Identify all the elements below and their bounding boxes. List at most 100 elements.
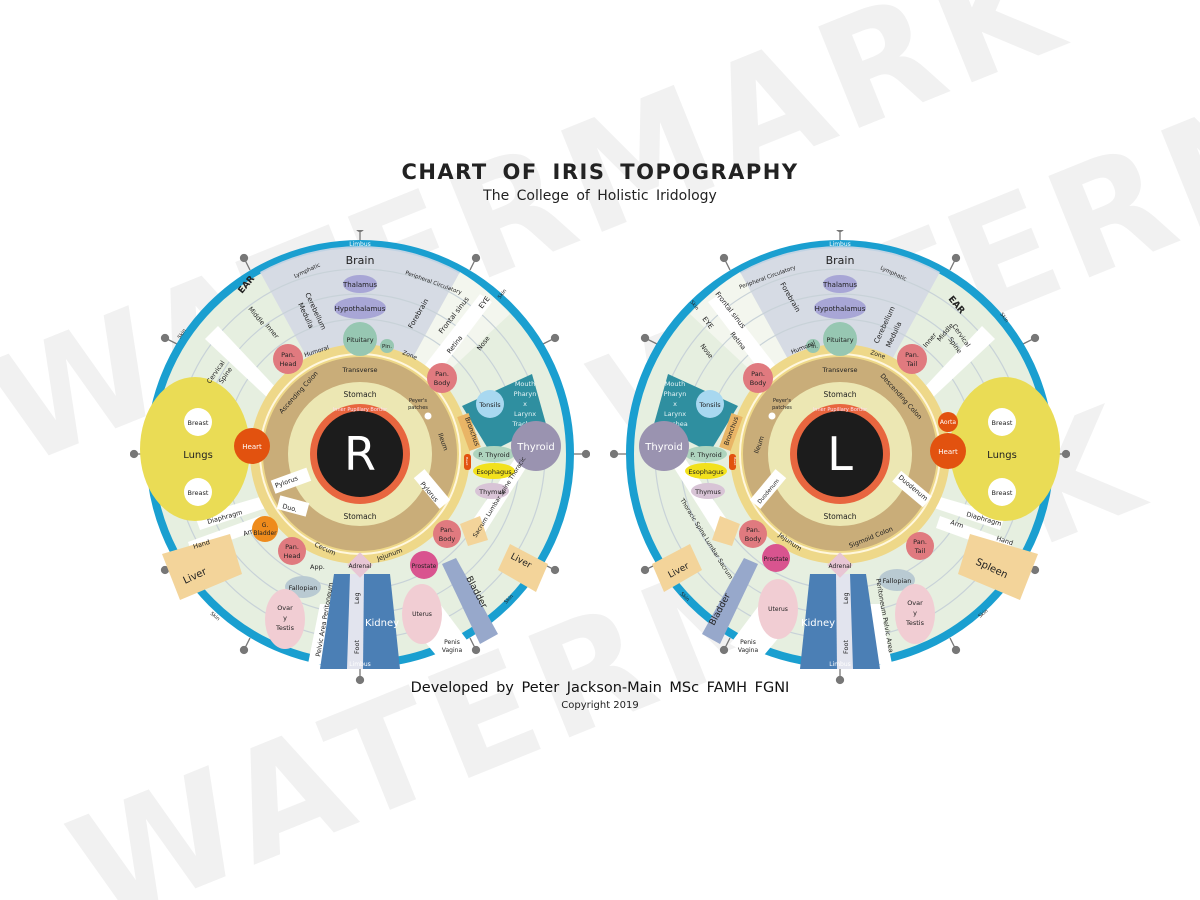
pan-tail-label: Tail: [914, 547, 926, 555]
larynx-label: Larynx: [514, 410, 536, 418]
zone-label: Zone: [869, 349, 886, 360]
pan-tail-label: Pan.: [913, 538, 927, 546]
appendix-label: App.: [310, 563, 325, 571]
breast-label: Breast: [188, 489, 209, 497]
liver-region: [652, 544, 702, 592]
pupil: [317, 411, 403, 497]
pupil: [797, 411, 883, 497]
aorta-label: Aorta: [940, 419, 956, 426]
skin-label: Skin: [977, 608, 989, 619]
pan-head-circle: [273, 344, 303, 374]
stomach-label: Stomach: [343, 390, 376, 399]
peyers-patches-label: Peyer's: [773, 398, 791, 404]
pituitary-circle: [343, 322, 377, 356]
p-thyroid-label: P. Thyroid: [478, 451, 509, 459]
limbus-label: Limbus: [349, 661, 371, 668]
liver-marker: [712, 516, 740, 546]
prostate-label: Prostate: [412, 563, 437, 570]
left-iris-chart: L Inner Pupillary Border Limbus Limbus B…: [610, 230, 1070, 685]
skin-label: Skin: [998, 312, 1009, 324]
gall-bladder-label: Bladder: [253, 530, 277, 537]
peyers-dot: [768, 412, 776, 420]
pan-body-label: Pan.: [751, 370, 765, 378]
larynx-label: Larynx: [664, 410, 686, 418]
uterus-oval: [402, 584, 442, 644]
pituitary-circle: [823, 322, 857, 356]
adrenal-label: Adrenal: [829, 563, 852, 570]
adrenal-diamond: [827, 552, 853, 578]
esophagus-oval: [473, 463, 515, 479]
thalamus-oval: [823, 275, 857, 293]
stomach-label: Stomach: [823, 390, 856, 399]
pan-body-label: Pan.: [435, 370, 449, 378]
kidney-label: Kidney: [365, 618, 399, 629]
spleen-region: [958, 534, 1038, 600]
duo-tab: [276, 495, 310, 517]
fallopian-label: Fallopian: [883, 577, 912, 585]
uterus-label: Uterus: [768, 606, 788, 613]
tonsils-circle: [696, 390, 724, 418]
pituitary-label: Pituitary: [346, 336, 373, 344]
testis-label: Testis: [275, 624, 295, 632]
prostate-circle: [410, 551, 438, 579]
leg-label: Leg: [842, 592, 850, 604]
heart-marker: [464, 454, 471, 470]
mouth-x-label: x: [673, 400, 677, 408]
pan-head-label: Head: [280, 360, 297, 368]
liver-region-right: [498, 544, 548, 592]
ovary-label: Ovar: [277, 604, 293, 612]
heart-label: Heart: [242, 443, 262, 451]
ovary-label: Ovar: [907, 599, 923, 607]
pituitary-label: Pituitary: [826, 336, 853, 344]
gall-bladder-circle: [252, 516, 278, 542]
inner-pupillary-border-label: Inner Pupillary Border: [813, 407, 868, 413]
transverse-label: Transverse: [341, 366, 377, 374]
pin-markers: [610, 230, 1070, 685]
heart-small-label: Heart: [733, 457, 737, 466]
tonsils-circle: [476, 390, 504, 418]
skin-label: Skin: [688, 300, 699, 312]
thyroid-circle: [639, 421, 689, 471]
tonsils-label: Tonsils: [698, 401, 721, 409]
bladder-region: [702, 558, 758, 644]
arm-label: Arm: [949, 518, 964, 530]
thymus-oval: [475, 483, 509, 499]
pan-body-label: Body: [745, 535, 762, 543]
peyers-patches-label: Peyer's: [409, 398, 427, 404]
duo-label: Duo.: [281, 502, 298, 514]
esophagus-label: Esophagus: [476, 468, 512, 476]
pan-body-label: Pan.: [746, 526, 760, 534]
duodenum-tab: [892, 470, 932, 508]
breast-label: Breast: [188, 419, 209, 427]
breast-circle: [184, 478, 212, 506]
breast-label: Breast: [992, 489, 1013, 497]
pan-body-label: Body: [434, 379, 451, 387]
pineal-label: Pin.: [382, 344, 392, 350]
esophagus-oval: [685, 463, 727, 479]
mouth-x-label: x: [523, 400, 527, 408]
mouth-label: Mouth: [515, 380, 535, 388]
pupil-letter: R: [344, 427, 376, 481]
duodenum-tab: [749, 469, 787, 509]
label-bands: [664, 294, 1012, 664]
copyright-notice: Copyright 2019: [561, 700, 639, 711]
gall-bladder-label: G.: [262, 522, 269, 529]
prostate-circle: [762, 544, 790, 572]
pan-tail-label: Tail: [906, 360, 918, 368]
hypothalamus-label: Hypothalamus: [815, 305, 866, 313]
thymus-label: Thymus: [694, 488, 721, 496]
thymus-label: Thymus: [478, 488, 505, 496]
chart-subtitle: The College of Holistic Iridology: [483, 188, 717, 204]
aorta-circle: [938, 412, 958, 432]
bronchus-band: [457, 413, 481, 451]
ovary-oval: [895, 584, 935, 644]
pan-head-label: Head: [284, 552, 301, 560]
heart-circle: [234, 428, 270, 464]
pineal-circle: [380, 339, 394, 353]
leg-foot-band: [836, 574, 853, 669]
arm-label: Arm: [242, 526, 257, 538]
ovary-oval: [265, 589, 305, 649]
mouth-label: Mouth: [665, 380, 685, 388]
pan-body-circle: [433, 520, 461, 548]
leg-label: Leg: [353, 592, 361, 604]
